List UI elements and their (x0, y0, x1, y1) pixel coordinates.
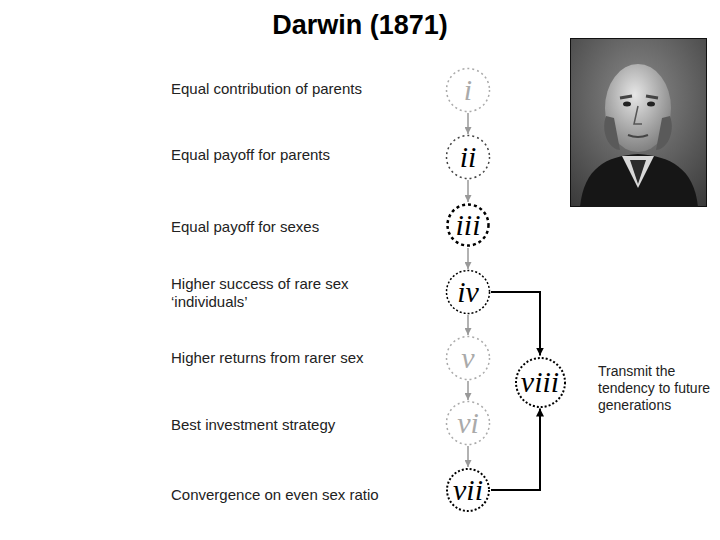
circle-shape (447, 402, 490, 445)
feedback-connector (491, 292, 540, 356)
roman-numeral: v (461, 341, 474, 375)
numeral-circle: vi (445, 400, 491, 446)
portrait-photo (570, 38, 707, 207)
roman-numeral: ii (460, 140, 477, 174)
step-description: Higher returns from rarer sex (171, 349, 364, 367)
step-description: Best investment strategy (171, 416, 335, 434)
circle-shape (448, 205, 489, 246)
numeral-circle: ii (445, 134, 491, 180)
roman-numeral: iii (455, 208, 480, 242)
roman-numeral: vi (457, 406, 479, 440)
flow-arrow (467, 248, 469, 269)
roman-numeral: vii (453, 473, 483, 507)
diagram-title: Darwin (1871) (0, 10, 720, 41)
roman-numeral: iv (457, 275, 479, 309)
flow-arrow (467, 180, 469, 202)
numeral-circle: vii (445, 467, 491, 513)
roman-numeral: viii (521, 365, 559, 399)
numeral-circle: v (445, 335, 491, 381)
circle-shape (447, 469, 489, 511)
side-note: Transmit the tendency to future generati… (598, 363, 714, 414)
circle-shape (447, 271, 490, 314)
step-description: Equal payoff for parents (171, 146, 330, 164)
flow-arrow (467, 113, 469, 134)
step-description: Equal contribution of parents (171, 80, 362, 98)
feedback-connector (491, 409, 540, 491)
roman-numeral: i (464, 73, 472, 107)
circle-shape (516, 358, 565, 407)
flow-arrow (467, 315, 469, 335)
circle-shape (447, 337, 490, 380)
numeral-circle: iv (445, 269, 491, 315)
step-description: Convergence on even sex ratio (171, 486, 379, 504)
numeral-circle: viii (514, 356, 567, 409)
step-description: Higher success of rare sex ‘individuals’ (171, 275, 376, 311)
flow-arrow (467, 381, 469, 400)
step-description: Equal payoff for sexes (171, 218, 319, 236)
numeral-circle: i (445, 67, 491, 113)
circle-shape (447, 136, 490, 179)
numeral-circle: iii (445, 202, 491, 248)
flow-arrow (467, 446, 469, 467)
circle-shape (447, 69, 490, 112)
